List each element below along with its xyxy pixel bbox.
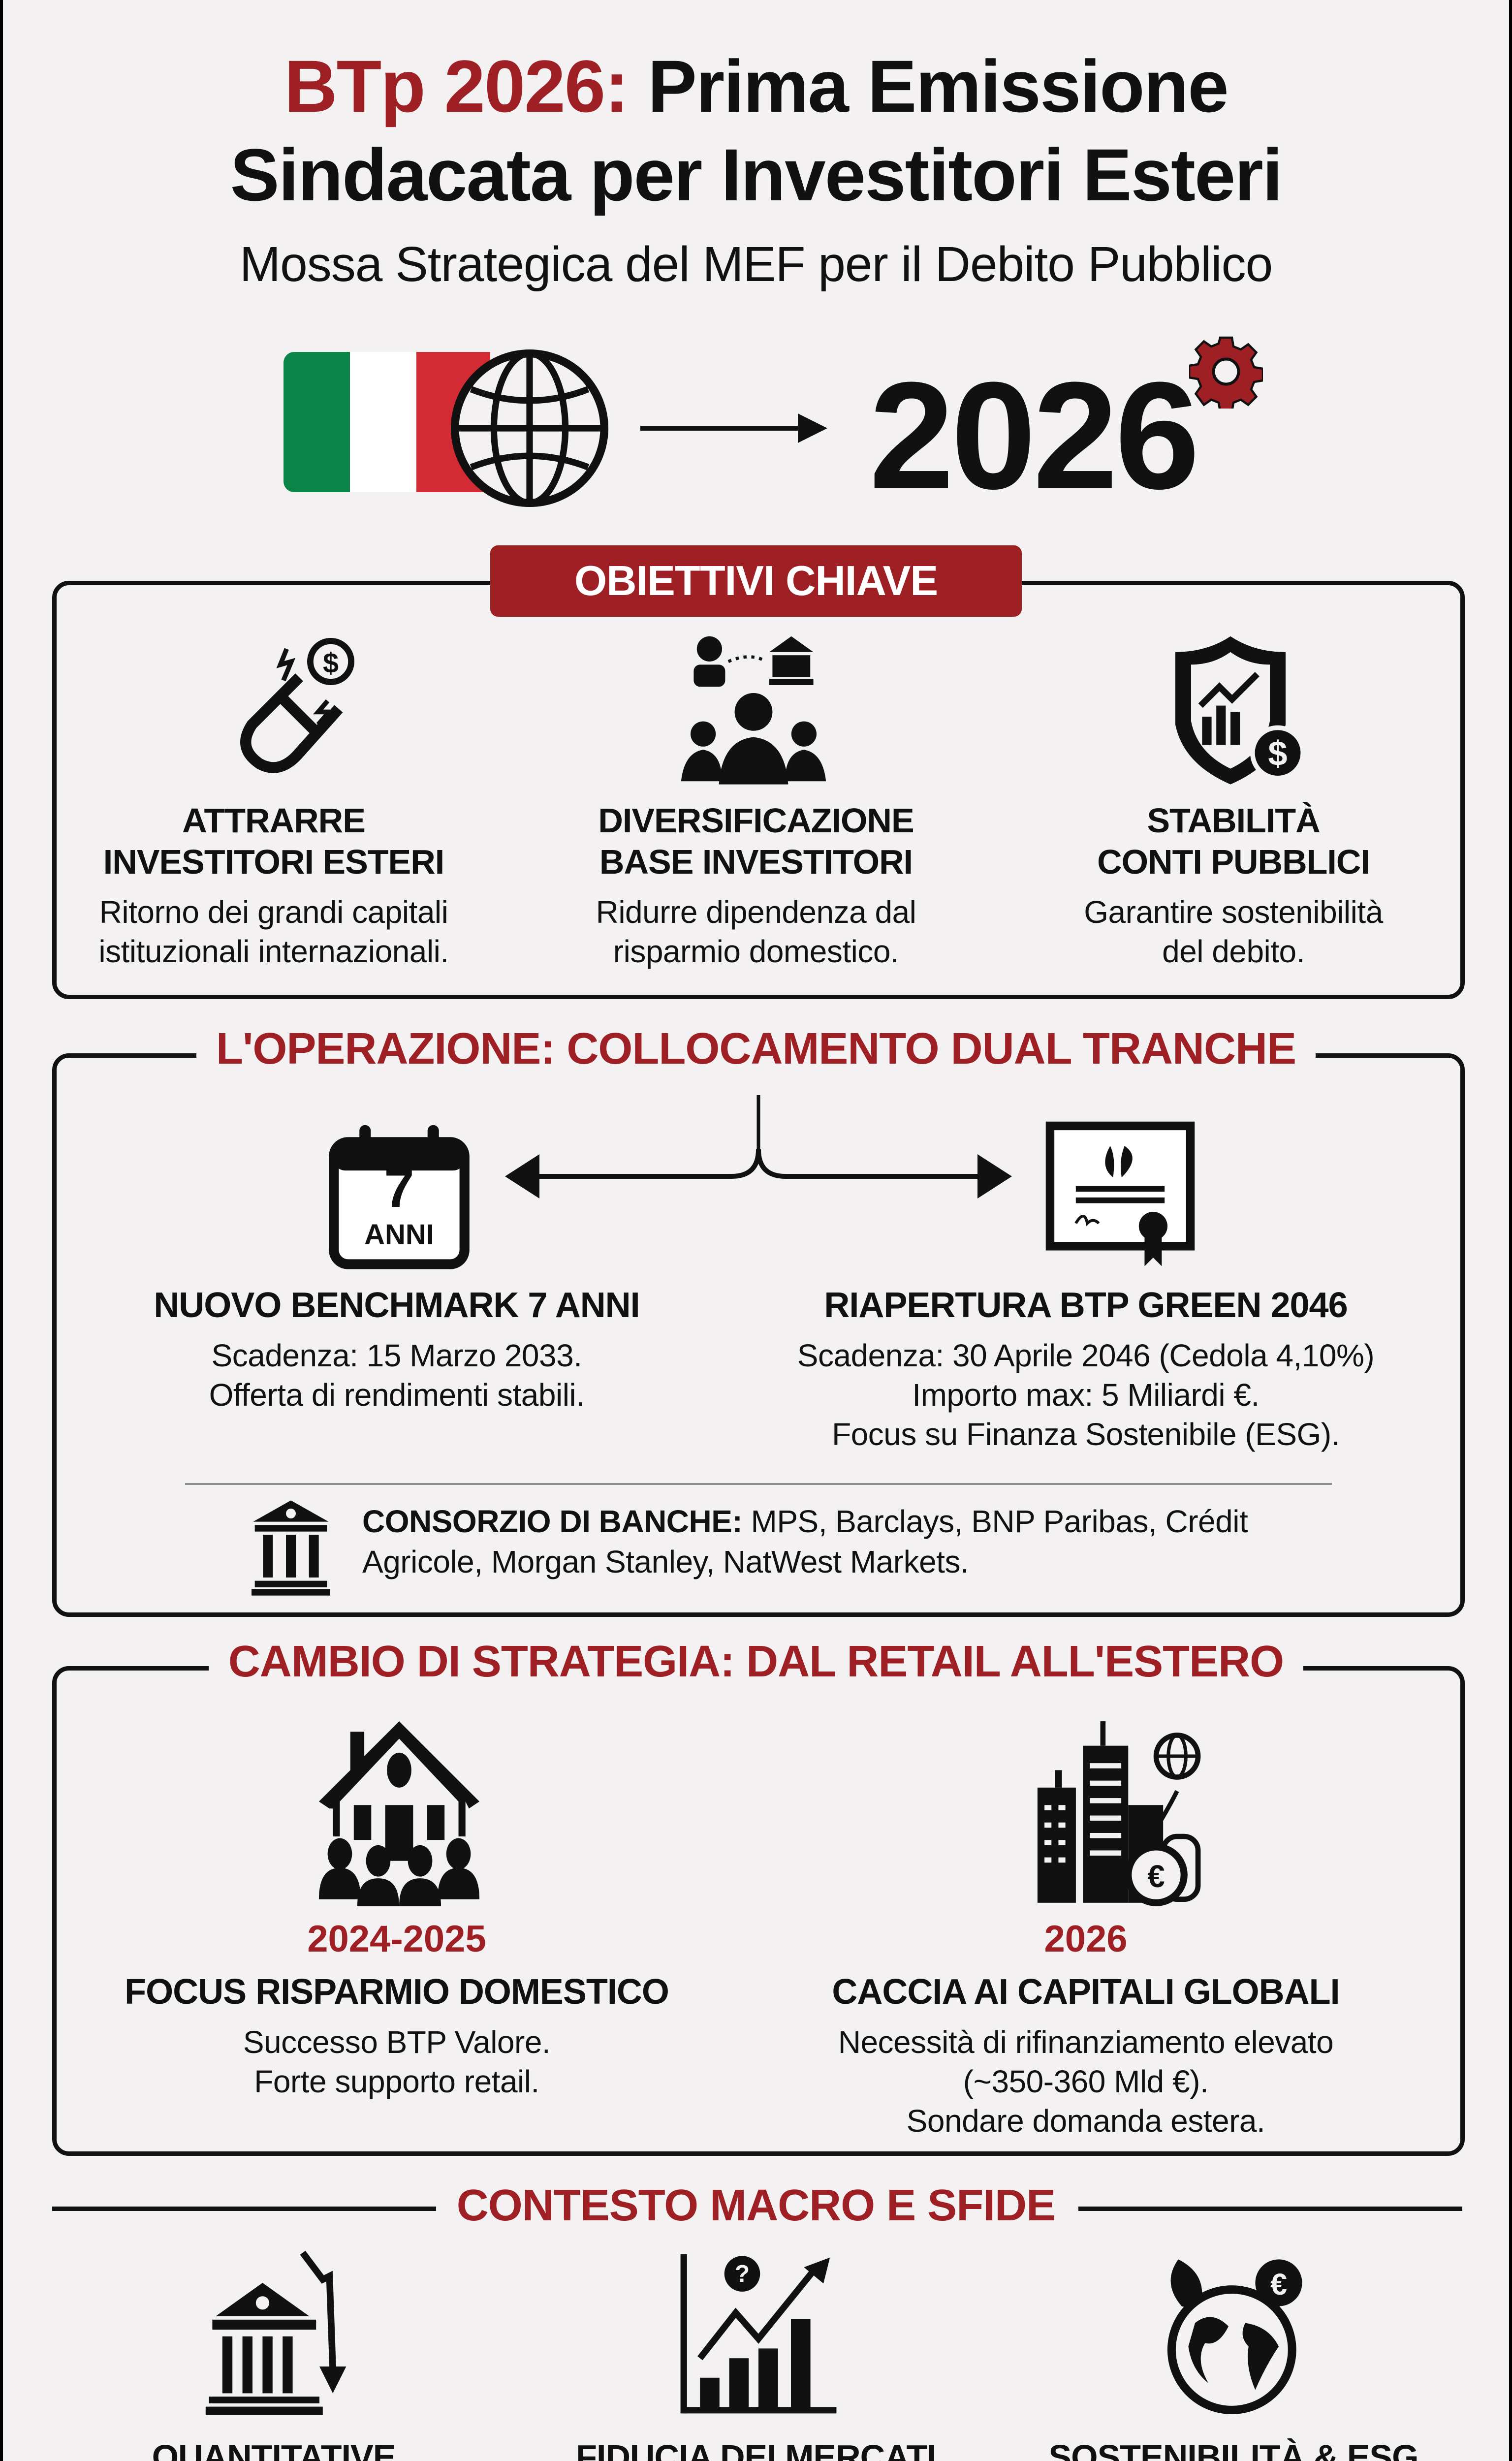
house-families-icon bbox=[318, 1721, 480, 1906]
strategy-line: Necessità di rifinanziamento elevato bbox=[838, 2024, 1334, 2060]
tranche-line: Offerta di rendimenti stabili. bbox=[209, 1377, 585, 1413]
svg-text:€: € bbox=[1270, 2268, 1287, 2301]
tranche-line: Scadenza: 15 Marzo 2033. bbox=[211, 1338, 582, 1373]
section-divider bbox=[185, 1483, 1332, 1485]
objective-head: ATTRARRE bbox=[182, 801, 366, 840]
bank-icon bbox=[252, 1500, 330, 1596]
tranche-green-2046: RIAPERTURA BTP GREEN 2046 Scadenza: 30 A… bbox=[766, 1285, 1406, 1454]
strategy-line: Sondare domanda estera. bbox=[906, 2103, 1265, 2139]
title-line1: Prima Emissione bbox=[628, 45, 1229, 127]
objective-head: DIVERSIFICAZIONE bbox=[598, 801, 914, 840]
tranche-head: NUOVO BENCHMARK 7 ANNI bbox=[154, 1286, 640, 1325]
objective-desc: Ridurre dipendenza dal bbox=[596, 894, 916, 930]
macro-rule-right bbox=[1078, 2207, 1462, 2211]
strategy-head: FOCUS RISPARMIO DOMESTICO bbox=[125, 1972, 669, 2012]
objective-desc: Garantire sostenibilità bbox=[1084, 894, 1383, 930]
globe-icon bbox=[450, 349, 609, 507]
tranche-line: Scadenza: 30 Aprile 2046 (Cedola 4,10%) bbox=[797, 1338, 1375, 1373]
bank-down-arrow-icon bbox=[205, 2250, 346, 2415]
strategy-line: (~350-360 Mld €). bbox=[963, 2064, 1209, 2099]
green-certificate-icon bbox=[1045, 1121, 1195, 1266]
objective-desc: del debito. bbox=[1162, 934, 1305, 969]
svg-text:€: € bbox=[1147, 1859, 1165, 1894]
tranche-line: Focus su Finanza Sostenibile (ESG). bbox=[832, 1417, 1340, 1452]
macro-rule-left bbox=[52, 2207, 436, 2211]
operation-title-wrap: L'OPERAZIONE: COLLOCAMENTO DUAL TRANCHE bbox=[3, 1024, 1509, 1074]
infographic-page: BTp 2026: Prima Emissione Sindacata per … bbox=[3, 0, 1509, 2461]
objective-head: STABILITÀ bbox=[1147, 801, 1320, 840]
tranche-7y: NUOVO BENCHMARK 7 ANNI Scadenza: 15 Marz… bbox=[101, 1285, 692, 1415]
tranche-head: RIAPERTURA BTP GREEN 2046 bbox=[824, 1286, 1348, 1325]
strategy-title-wrap: CAMBIO DI STRATEGIA: DAL RETAIL ALL'ESTE… bbox=[3, 1637, 1509, 1687]
macro-esg: SOSTENIBILITÀ & ESG BTp Green finanziano… bbox=[1032, 2436, 1435, 2461]
split-arrows-icon bbox=[505, 1095, 1012, 1199]
macro-trust: FIDUCIA DEI MERCATI Cruciale per la tenu… bbox=[559, 2436, 953, 2461]
strategy-head: CACCIA AI CAPITALI GLOBALI bbox=[832, 1972, 1340, 2012]
strategy-period: 2024-2025 bbox=[307, 1918, 486, 1960]
consortium-label: CONSORZIO DI BANCHE: bbox=[362, 1504, 743, 1539]
investor-network-icon bbox=[681, 636, 826, 785]
svg-text:?: ? bbox=[735, 2260, 750, 2287]
objective-desc: risparmio domestico. bbox=[613, 934, 899, 969]
gear-icon bbox=[1189, 336, 1263, 409]
svg-text:$: $ bbox=[323, 647, 339, 679]
objective-head: CONTI PUBBLICI bbox=[1097, 843, 1370, 881]
macro-qt: QUANTITATIVETIGHTENING BCE BCE riduce bi… bbox=[77, 2436, 471, 2461]
macro-head: QUANTITATIVE bbox=[152, 2438, 396, 2461]
objectives-title: OBIETTIVI CHIAVE bbox=[490, 545, 1022, 617]
page-title: BTp 2026: Prima Emissione Sindacata per … bbox=[3, 42, 1509, 219]
bank-consortium: CONSORZIO DI BANCHE: MPS, Barclays, BNP … bbox=[362, 1501, 1347, 1582]
magnet-dollar-icon: $ bbox=[240, 638, 354, 773]
tranche-line: Importo max: 5 Miliardi €. bbox=[912, 1377, 1260, 1413]
title-accent: BTp 2026: bbox=[284, 45, 629, 127]
macro-title-wrap: CONTESTO MACRO E SFIDE bbox=[3, 2180, 1509, 2231]
calendar-icon: 7 ANNI bbox=[328, 1122, 471, 1270]
calendar-label: ANNI bbox=[364, 1219, 434, 1251]
objective-head: BASE INVESTITORI bbox=[599, 843, 913, 881]
strategy-line: Successo BTP Valore. bbox=[243, 2024, 551, 2060]
objective-head: INVESTITORI ESTERI bbox=[103, 843, 444, 881]
page-subtitle: Mossa Strategica del MEF per il Debito P… bbox=[239, 237, 1273, 292]
hero-year: 2026 bbox=[869, 350, 1200, 521]
macro-head: FIDUCIA DEI MERCATI bbox=[576, 2438, 937, 2461]
earth-leaf-euro-icon: € bbox=[1167, 2259, 1302, 2414]
chart-question-icon: ? bbox=[680, 2254, 837, 2414]
macro-head: SOSTENIBILITÀ & ESG bbox=[1048, 2438, 1418, 2461]
strategy-domestic: 2024-2025 FOCUS RISPARMIO DOMESTICO Succ… bbox=[101, 1917, 692, 2101]
objective-desc: istituzionali internazionali. bbox=[98, 934, 449, 969]
operation-title: L'OPERAZIONE: COLLOCAMENTO DUAL TRANCHE bbox=[196, 1024, 1316, 1073]
title-line2: Sindacata per Investitori Esteri bbox=[230, 133, 1283, 216]
hero-illustration: 2026 bbox=[279, 320, 1312, 527]
consortium-banks: MPS, Barclays, BNP Paribas, Crédit bbox=[742, 1504, 1248, 1539]
city-globe-coins-icon: € bbox=[1037, 1721, 1201, 1906]
strategy-period: 2026 bbox=[1044, 1918, 1128, 1960]
consortium-banks: Agricole, Morgan Stanley, NatWest Market… bbox=[362, 1544, 969, 1579]
calendar-number: 7 bbox=[384, 1158, 414, 1219]
strategy-title: CAMBIO DI STRATEGIA: DAL RETAIL ALL'ESTE… bbox=[208, 1637, 1304, 1686]
svg-text:$: $ bbox=[1268, 734, 1287, 773]
objective-desc: Ritorno dei grandi capitali bbox=[99, 894, 448, 930]
strategy-global: 2026 CACCIA AI CAPITALI GLOBALI Necessit… bbox=[766, 1917, 1406, 2141]
strategy-line: Forte supporto retail. bbox=[254, 2064, 539, 2099]
shield-growth-icon: $ bbox=[1175, 636, 1305, 785]
arrow-right-icon bbox=[640, 413, 827, 443]
macro-title: CONTESTO MACRO E SFIDE bbox=[437, 2181, 1075, 2230]
